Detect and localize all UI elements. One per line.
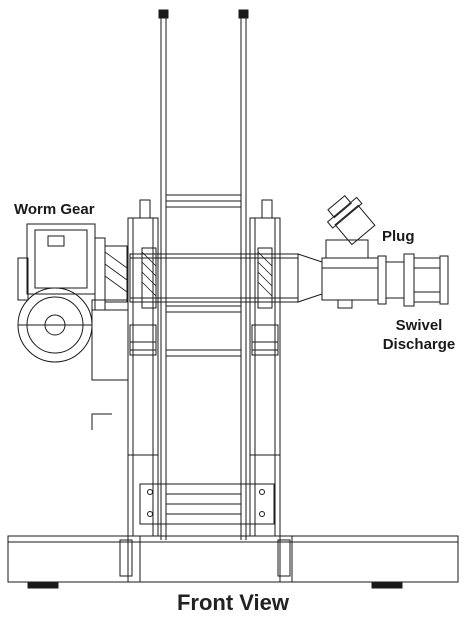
- plug-body: [321, 195, 379, 309]
- main-pipe: [129, 247, 323, 309]
- worm-gear-label: Worm Gear: [14, 201, 95, 218]
- upper-cradle: [165, 194, 242, 208]
- swivel-discharge-label: Swivel Discharge: [374, 316, 464, 354]
- swivel-label-line2: Discharge: [382, 336, 456, 353]
- vertical-rods: [158, 9, 249, 540]
- base-skid: [7, 535, 459, 589]
- lower-cradle: [139, 483, 275, 525]
- left-frame-column: [127, 199, 159, 537]
- right-frame-column: [249, 199, 281, 537]
- mid-cradle: [165, 305, 242, 357]
- worm-gear-assembly: [17, 223, 129, 430]
- figure-caption: Front View: [176, 590, 290, 615]
- swivel-label-line1: Swivel: [395, 317, 443, 334]
- plug-label: Plug: [382, 228, 415, 245]
- swivel-discharge-assembly: [377, 253, 449, 307]
